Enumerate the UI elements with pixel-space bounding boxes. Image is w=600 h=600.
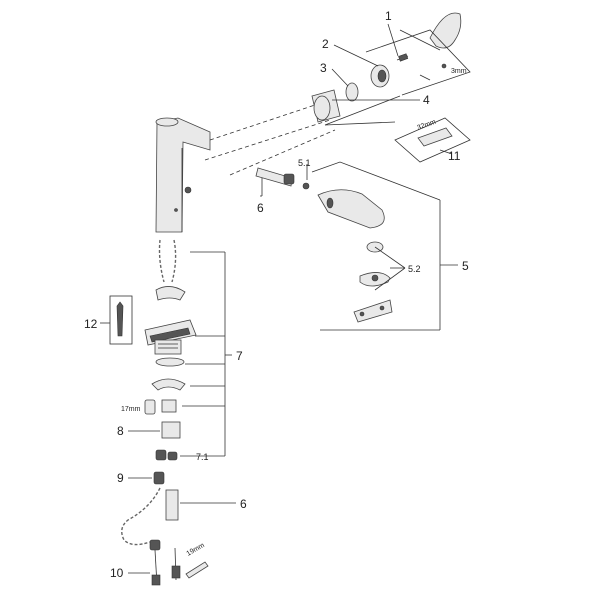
- dim-19mm: 19mm: [186, 542, 206, 558]
- callout-8: 8: [117, 424, 124, 438]
- part-12-clip: [109, 295, 133, 345]
- mounting-plate: [144, 319, 197, 346]
- horseshoe-washer: [151, 378, 186, 391]
- part-4-cartridge: [311, 89, 341, 123]
- part-7-1-fitting: [155, 449, 178, 461]
- callout-5: 5: [462, 259, 469, 273]
- callout-2: 2: [322, 37, 329, 51]
- callout-3: 3: [320, 61, 327, 75]
- callout-6-lower: 6: [240, 497, 247, 511]
- callout-12: 12: [84, 317, 98, 331]
- dim-3mm: 3mm: [451, 68, 467, 75]
- part-8-nut: [161, 399, 181, 439]
- callout-7-1: 7.1: [196, 452, 209, 462]
- hose-weight: [155, 286, 186, 301]
- part-11-clip: [394, 117, 471, 163]
- part-2-cap: [370, 64, 390, 88]
- callout-5-2: 5.2: [408, 264, 421, 274]
- part-3-ring: [345, 82, 359, 102]
- part-6-lower-hose: [121, 487, 179, 546]
- part-1-lever: [396, 12, 462, 69]
- part-5-spray-head: [317, 189, 385, 229]
- callout-9: 9: [117, 471, 124, 485]
- wrench-17mm: [144, 399, 156, 415]
- callout-6-upper: 6: [257, 201, 264, 215]
- callout-1: 1: [385, 9, 392, 23]
- callout-5-1: 5.1: [298, 158, 311, 168]
- part-6-upper-hose: [255, 167, 295, 196]
- threaded-sleeve: [154, 339, 182, 355]
- part-10-supply-lines: [149, 539, 209, 586]
- dim-17mm: 17mm: [121, 406, 141, 413]
- part-5-1-connector: [302, 182, 310, 190]
- gasket-ring: [155, 357, 185, 367]
- callout-7: 7: [236, 349, 243, 363]
- callout-11: 11: [448, 149, 461, 163]
- dim-32mm: 32mm: [416, 119, 437, 132]
- callout-10: 10: [110, 566, 124, 580]
- faucet-body: [155, 117, 211, 233]
- callout-4: 4: [423, 93, 430, 107]
- part-9-connector: [153, 471, 165, 485]
